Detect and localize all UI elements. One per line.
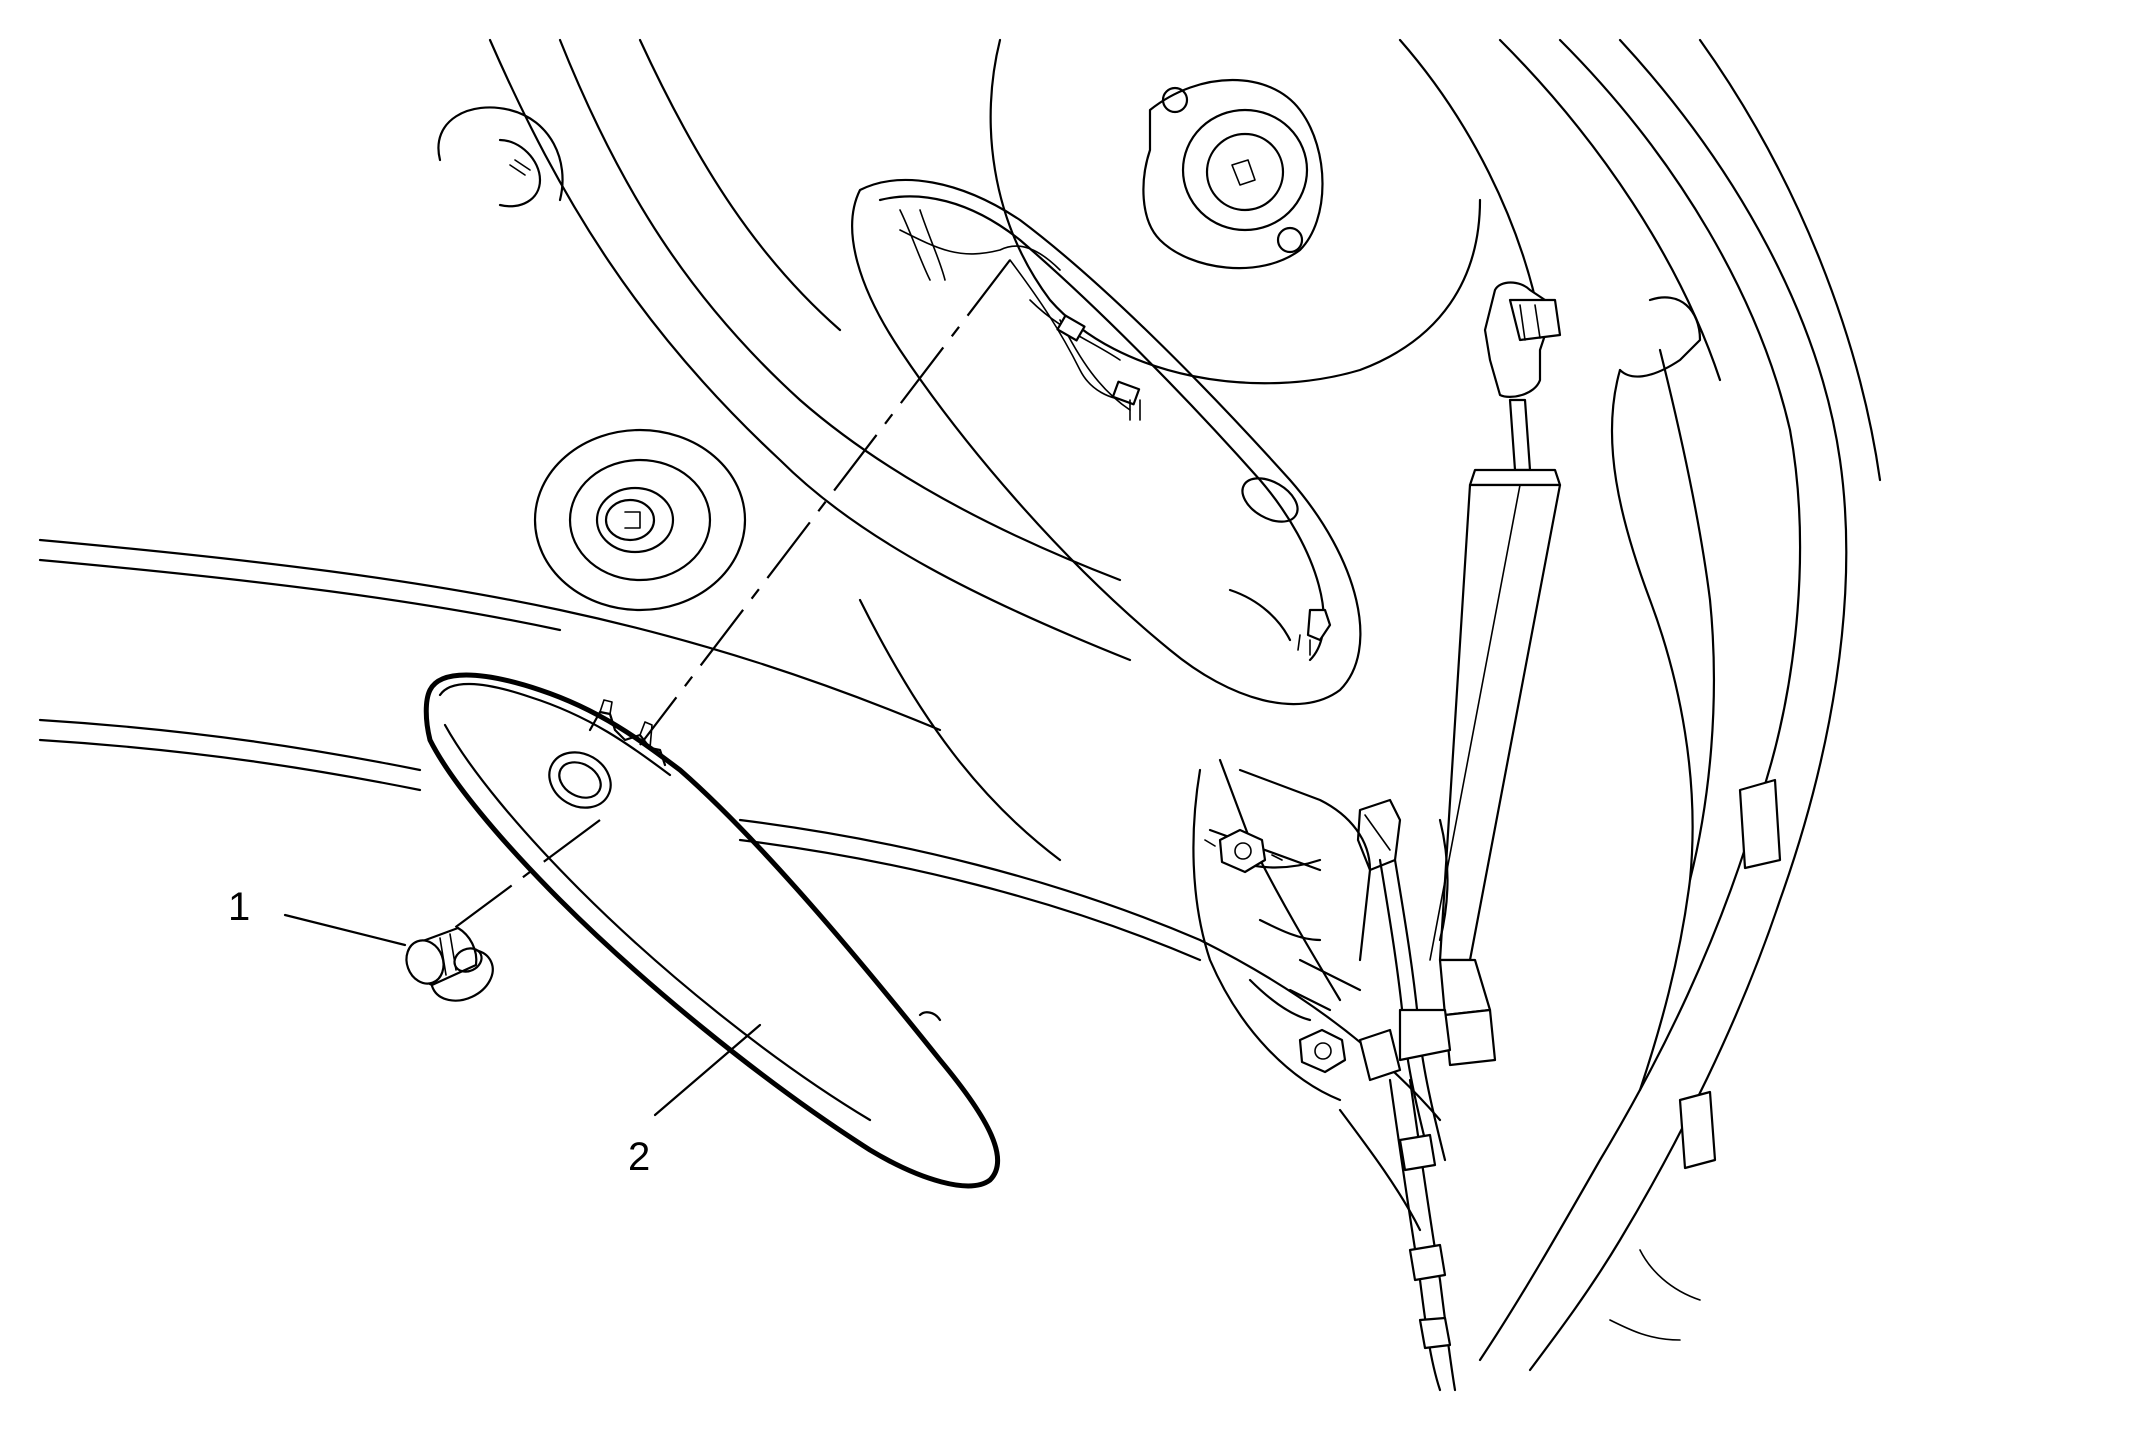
inner-panel-contours [38, 38, 1882, 1372]
outer-panel-features [1609, 296, 1782, 1341]
upper-fastener [437, 106, 564, 208]
hinge-assembly [1192, 758, 1457, 1392]
hinge-bracket [1204, 768, 1372, 1074]
alignment-lines [444, 259, 1011, 936]
panel-grommet [533, 428, 747, 612]
leader-lines [283, 913, 762, 1117]
callout-1: 1 [228, 885, 250, 929]
lift-support-strut [1429, 281, 1562, 1067]
access-opening [851, 178, 1362, 706]
trim-cover-part-2 [423, 672, 1001, 1189]
callout-2: 2 [628, 1135, 650, 1179]
plug-part-1 [405, 926, 494, 1002]
mounting-boss [1142, 78, 1324, 270]
